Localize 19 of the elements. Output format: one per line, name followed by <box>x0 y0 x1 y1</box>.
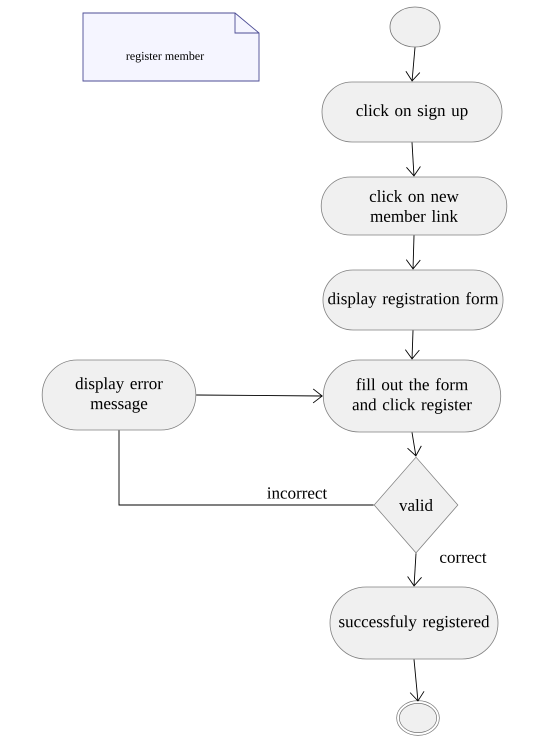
arrow <box>407 552 422 587</box>
action-node: fill out the form and click register <box>322 360 502 432</box>
action-node: click on sign up <box>322 82 502 142</box>
action-node: display error message <box>42 360 196 430</box>
arrow <box>406 142 421 177</box>
final-node <box>396 700 440 736</box>
start-node <box>390 6 440 48</box>
arrow <box>410 658 424 702</box>
arrow <box>406 234 421 270</box>
action-node: successfuly registered <box>330 586 498 660</box>
action-node: click on new member link <box>320 176 508 236</box>
edge-label: correct <box>438 552 488 564</box>
arrow <box>404 330 420 360</box>
action-node: display registration form <box>322 270 504 330</box>
arrow <box>196 388 323 404</box>
arrow <box>405 46 420 82</box>
arrow <box>407 432 422 457</box>
edge-label: incorrect <box>266 486 328 500</box>
note: register member <box>82 12 260 82</box>
